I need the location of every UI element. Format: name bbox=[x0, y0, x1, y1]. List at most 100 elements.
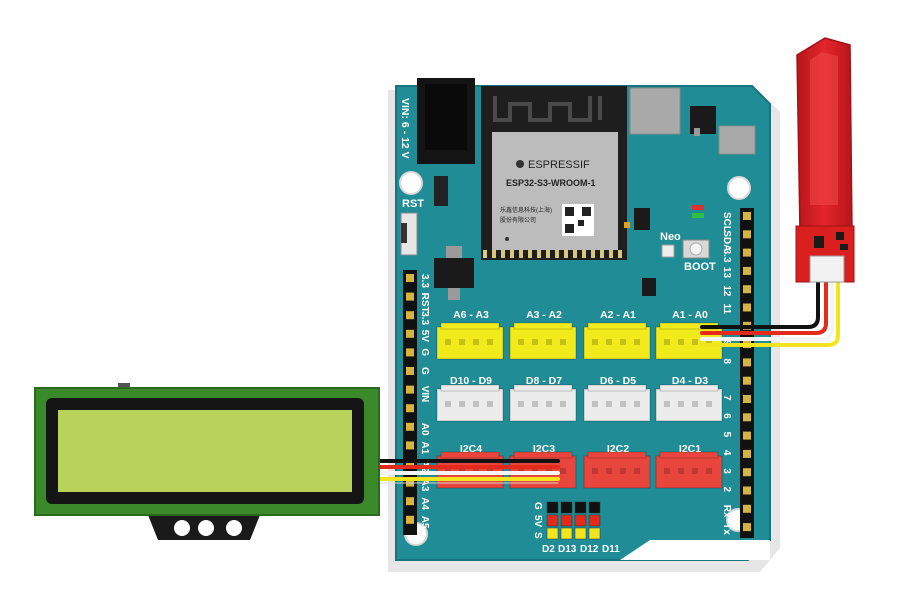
gvs-pin bbox=[574, 501, 587, 514]
header-pin bbox=[743, 248, 751, 257]
header-pin bbox=[743, 285, 751, 294]
left-pin-label: G bbox=[419, 348, 430, 356]
boot-label: BOOT bbox=[684, 261, 716, 273]
regulator-chip bbox=[434, 258, 474, 288]
header-pin bbox=[406, 404, 414, 413]
left-pin-label: A5 bbox=[419, 516, 430, 529]
header-pin bbox=[743, 431, 751, 440]
lcd-bracket-hole bbox=[226, 520, 242, 536]
right-pin-label: 2 bbox=[721, 487, 732, 493]
left-pin-label: 5V bbox=[419, 330, 430, 343]
rst-label: RST bbox=[402, 198, 424, 210]
module-model: ESP32-S3-WROOM-1 bbox=[506, 178, 596, 188]
header-pin bbox=[406, 497, 414, 506]
right-pin-label: 4 bbox=[721, 450, 732, 456]
header-pin bbox=[743, 230, 751, 239]
right-pin-label: 8 bbox=[721, 358, 732, 364]
i2c-port[interactable]: I2C2 bbox=[583, 443, 651, 489]
bottom-pin-label-d11: D11 bbox=[602, 544, 620, 555]
led-red bbox=[692, 205, 704, 210]
right-pin-label: 12 bbox=[721, 285, 732, 297]
module-brand: ESPRESSIF bbox=[528, 159, 590, 171]
header-pin bbox=[406, 367, 414, 375]
header-pin bbox=[743, 486, 751, 495]
gvs-pin bbox=[560, 501, 573, 514]
header-pin bbox=[406, 515, 414, 524]
digital-port[interactable]: D10 - D9 bbox=[436, 375, 504, 422]
header-pin bbox=[743, 523, 751, 532]
usb-connector bbox=[629, 87, 681, 135]
right-pin-label: 5 bbox=[721, 432, 732, 438]
header-pin bbox=[743, 358, 751, 367]
right-pin-group bbox=[743, 212, 751, 532]
usb-connector bbox=[718, 125, 756, 155]
right-pin-label: 11 bbox=[721, 304, 732, 315]
left-pin-label: RST bbox=[419, 293, 430, 313]
analog-port[interactable]: A2 - A1 bbox=[583, 309, 651, 360]
analog-port-label: A2 - A1 bbox=[600, 309, 636, 321]
gvs-pin bbox=[560, 514, 573, 527]
esp32-module: ESPRESSIF ESP32-S3-WROOM-1 乐鑫信息科技(上海) 股份… bbox=[481, 86, 627, 260]
module-maker-line2: 股份有限公司 bbox=[500, 216, 536, 224]
gvs-pin bbox=[560, 527, 573, 540]
analog-port-label: A1 - A0 bbox=[672, 309, 708, 321]
header-pin bbox=[743, 212, 751, 220]
regulator-chip bbox=[434, 176, 448, 206]
header-pin bbox=[406, 274, 414, 282]
neo-label: Neo bbox=[660, 231, 681, 243]
header-pin bbox=[743, 266, 751, 275]
expansion-board: VIN: 6 - 12 V RST ESPRESSIF ESP32-S3-WRO… bbox=[388, 78, 780, 572]
left-pin-label: A1 bbox=[419, 441, 430, 454]
led-green bbox=[692, 213, 704, 218]
header-pin bbox=[743, 449, 751, 458]
right-pin-label: SDA bbox=[721, 230, 732, 251]
right-pin-label: 3 bbox=[721, 468, 732, 474]
header-pin bbox=[743, 504, 751, 513]
sensor-wire-yellow bbox=[700, 280, 840, 347]
right-pin-label: 13 bbox=[721, 267, 732, 279]
i2c-port[interactable]: I2C1 bbox=[655, 443, 723, 489]
bottom-pin-label-d12: D12 bbox=[580, 544, 599, 555]
lcd-screen bbox=[58, 410, 352, 492]
lcd-cable bbox=[378, 459, 560, 484]
gvs-label-5v: 5V bbox=[532, 515, 543, 528]
lcd-module bbox=[34, 383, 380, 540]
left-pin-label: 3.3 bbox=[419, 274, 430, 288]
right-pin-label: Rx bbox=[721, 505, 732, 518]
header-pin bbox=[743, 376, 751, 385]
digital-port[interactable]: D6 - D5 bbox=[583, 375, 651, 422]
soil-moisture-sensor bbox=[795, 37, 855, 283]
header-pin bbox=[743, 468, 751, 477]
right-pin-label: 6 bbox=[721, 413, 732, 419]
analog-port-label: A6 - A3 bbox=[453, 309, 489, 321]
bottom-pin-label-d13: D13 bbox=[558, 544, 577, 555]
left-pin-label: A3 bbox=[419, 479, 430, 492]
gvs-pin bbox=[574, 527, 587, 540]
neo-led bbox=[661, 244, 675, 258]
header-pin bbox=[406, 385, 414, 394]
lcd-bracket-hole bbox=[174, 520, 190, 536]
sensor-wire-red bbox=[700, 280, 828, 335]
left-pin-label: G bbox=[419, 367, 430, 375]
left-pin-label: A4 bbox=[419, 497, 430, 510]
gvs-pin bbox=[588, 527, 601, 540]
header-pin bbox=[406, 292, 414, 301]
mount-hole bbox=[727, 176, 751, 200]
analog-port[interactable]: A6 - A3 bbox=[436, 309, 504, 360]
digital-port[interactable]: D8 - D7 bbox=[509, 375, 577, 422]
analog-port[interactable]: A3 - A2 bbox=[509, 309, 577, 360]
gvs-pin bbox=[546, 514, 559, 527]
header-pin bbox=[406, 348, 414, 357]
left-pin-label: VIN bbox=[419, 386, 430, 403]
lcd-bracket-hole bbox=[198, 520, 214, 536]
header-pin bbox=[406, 422, 414, 431]
digital-port-label: D4 - D3 bbox=[672, 375, 708, 387]
module-maker-line1: 乐鑫信息科技(上海) bbox=[500, 206, 552, 214]
digital-port[interactable]: D4 - D3 bbox=[655, 375, 723, 422]
gvs-label-g: G bbox=[532, 502, 543, 510]
header-pin bbox=[406, 460, 414, 468]
right-pin-label: 3.3 bbox=[721, 249, 732, 263]
header-pin bbox=[743, 395, 751, 403]
